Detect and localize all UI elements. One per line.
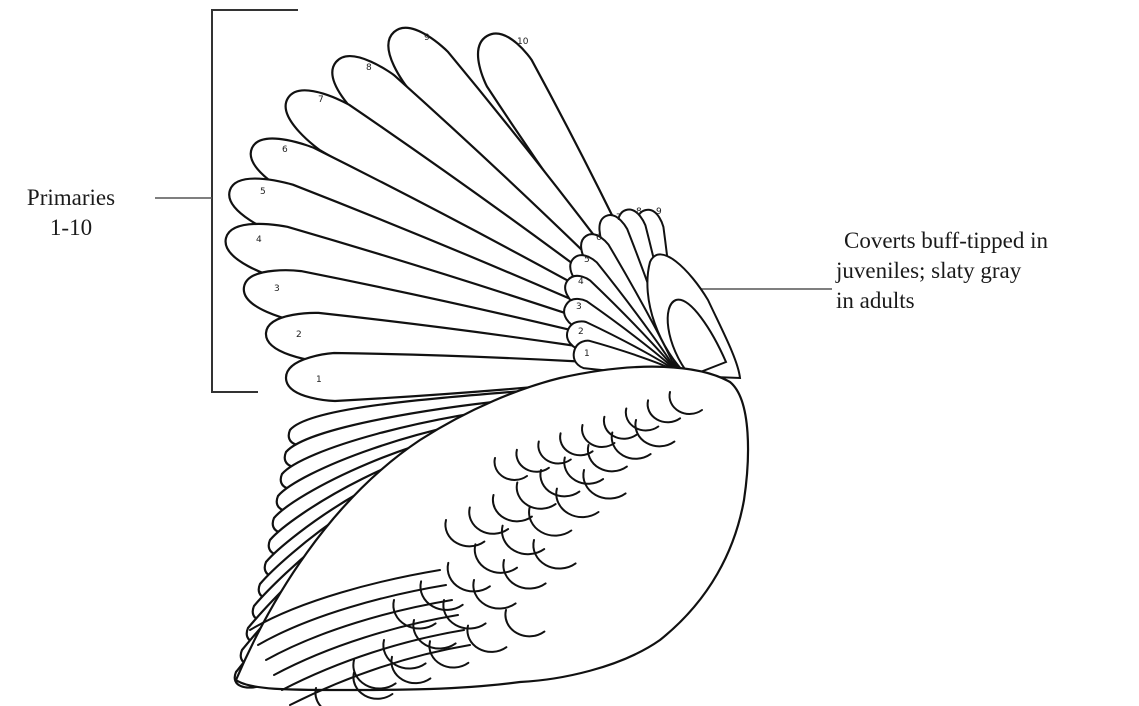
primary-number-3: 3	[274, 284, 280, 294]
covert-number-3: 3	[576, 302, 582, 312]
primary-number-6: 6	[282, 145, 288, 155]
covert-number-6: 6	[596, 233, 602, 243]
covert-number-2: 2	[578, 327, 584, 337]
primaries-label: Primaries 1-10	[6, 183, 136, 243]
primary-number-1: 1	[316, 375, 322, 385]
primaries-label-line-2: 1-10	[6, 213, 136, 243]
primary-number-9: 9	[424, 33, 430, 43]
coverts-label-line-2: juveniles; slaty gray	[836, 256, 1048, 286]
primary-number-4: 4	[256, 235, 262, 245]
covert-number-5: 5	[584, 255, 590, 265]
coverts-label-line-1: Coverts buff-tipped in	[844, 226, 1048, 256]
primary-number-7: 7	[318, 95, 324, 105]
covert-number-1: 1	[584, 349, 590, 359]
covert-number-9: 9	[656, 207, 662, 217]
primary-number-10: 10	[517, 37, 529, 47]
coverts-label: Coverts buff-tipped in juveniles; slaty …	[832, 226, 1048, 316]
covert-number-4: 4	[578, 277, 584, 287]
primaries-label-line-1: Primaries	[6, 183, 136, 213]
primary-number-8: 8	[366, 63, 372, 73]
covert-number-7: 7	[616, 213, 622, 223]
primary-number-2: 2	[296, 330, 302, 340]
primary-number-5: 5	[260, 187, 266, 197]
coverts-label-line-3: in adults	[836, 286, 1048, 316]
covert-number-8: 8	[636, 207, 642, 217]
